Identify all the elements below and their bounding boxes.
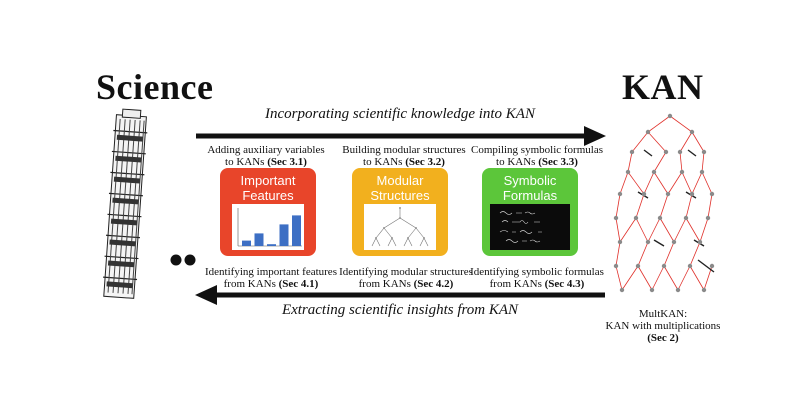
multkan-caption: MultKAN: KAN with multiplications (Sec 2… [605,308,721,344]
top-arrow-label: Incorporating scientific knowledge into … [265,106,535,122]
kan-network-diagram [613,113,715,293]
modular-tree-diagram [364,204,436,250]
feature-bar [267,244,276,246]
leaning-tower-illustration [103,108,148,299]
top-arrow [196,126,606,146]
caption-identify-features: Identifying important features from KANs… [205,266,337,290]
caption-modular-structures: Building modular structures to KANs (Sec… [342,144,466,168]
bottom-arrow [195,285,605,305]
feature-bar [279,224,289,246]
caption-auxiliary-variables: Adding auxiliary variables to KANs (Sec … [207,144,325,168]
caption-identify-modular: Identifying modular structures from KANs… [339,266,473,290]
ellipsis-dots-icon [170,254,196,266]
chalkboard-formulas [490,204,570,250]
bottom-arrow-label: Extracting scientific insights from KAN [281,302,519,318]
feature-bar [242,240,251,246]
feature-bar [254,233,264,246]
feature-bar [292,215,301,246]
caption-symbolic-formulas: Compiling symbolic formulas to KANs (Sec… [471,144,603,168]
feature-bar-chart [232,204,304,250]
kan-title: KAN [622,67,704,107]
science-title: Science [96,67,214,107]
caption-identify-symbolic: Identifying symbolic formulas from KANs … [470,266,604,290]
